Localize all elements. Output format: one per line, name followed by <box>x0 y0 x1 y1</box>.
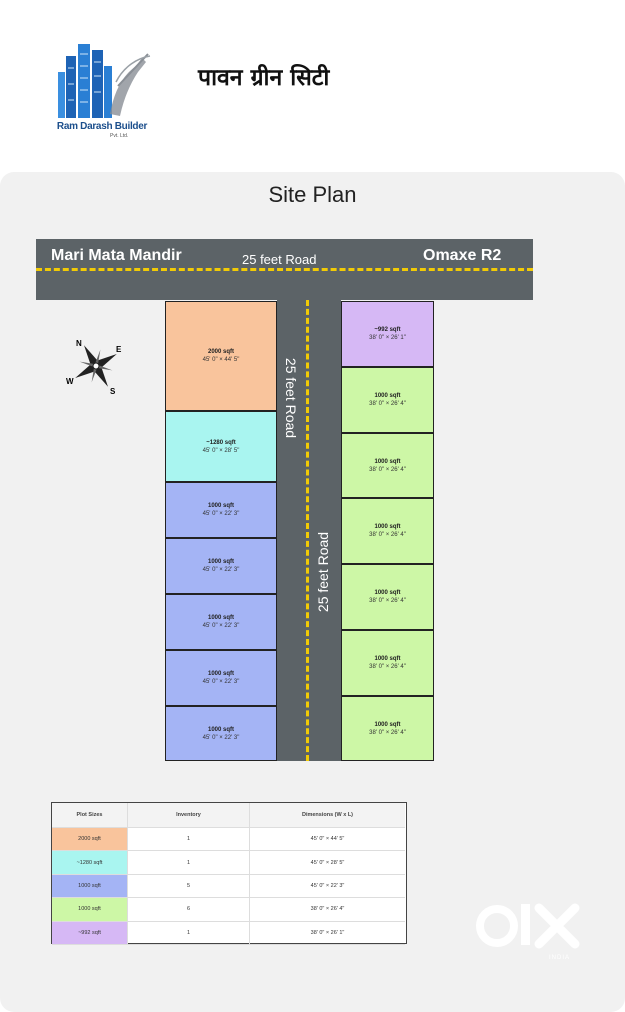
plot-dimensions: 45' 0" × 22' 3" <box>202 511 240 517</box>
plot-size: 1000 sqft <box>374 524 401 530</box>
plot-size: ~1280 sqft <box>206 439 236 446</box>
dimensions-cell: 38' 0" × 26' 4" <box>250 898 405 922</box>
project-title: पावन ग्रीन सिटी <box>198 65 330 91</box>
plot-right-2: 1000 sqft 38' 0" × 26' 4" <box>341 367 434 433</box>
logo-subtext: Pvt. Ltd. <box>110 133 129 139</box>
plot-size: 1000 sqft <box>374 656 401 662</box>
plot-size: 1000 sqft <box>207 671 234 677</box>
table-header-cell: Plot Sizes <box>52 803 128 828</box>
table-header-cell: Inventory <box>128 803 250 828</box>
plot-dimensions: 38' 0" × 26' 4" <box>369 401 406 407</box>
plot-size-cell: 1000 sqft <box>52 874 128 899</box>
builder-logo <box>52 36 156 148</box>
plot-size-cell: ~992 sqft <box>52 921 128 945</box>
plot-size: 1000 sqft <box>207 615 234 621</box>
plot-size: 1000 sqft <box>374 458 401 465</box>
plot-dimensions: 38' 0" × 26' 4" <box>369 466 406 473</box>
plot-size: 1000 sqft <box>207 503 234 509</box>
inventory-cell: 1 <box>128 828 250 852</box>
plot-right-5: 1000 sqft 38' 0" × 26' 4" <box>341 564 434 630</box>
dimensions-cell: 45' 0" × 22' 3" <box>250 875 405 899</box>
place-label-left: Mari Mata Mandir <box>51 247 182 264</box>
logo-text: Ram Darash Builder <box>56 121 148 132</box>
plot-left-4: 1000 sqft 45' 0" × 22' 3" <box>165 538 277 594</box>
plot-dimensions: 38' 0" × 26' 4" <box>369 664 406 670</box>
plot-dimensions: 38' 0" × 26' 4" <box>369 532 406 538</box>
plot-right-4: 1000 sqft 38' 0" × 26' 4" <box>341 498 434 564</box>
plot-left-6: 1000 sqft 45' 0" × 22' 3" <box>165 650 277 706</box>
dimensions-cell: 45' 0" × 44' 5" <box>250 828 405 852</box>
plot-size: ~992 sqft <box>374 327 401 333</box>
vertical-road-label-1: 25 feet Road <box>283 357 299 439</box>
vertical-road-label-2: 25 feet Road <box>315 531 331 613</box>
plot-size-cell: 2000 sqft <box>52 828 128 852</box>
inventory-cell: 1 <box>128 851 250 875</box>
plot-size: 1000 sqft <box>374 393 401 399</box>
inventory-cell: 5 <box>128 874 250 899</box>
top-road-lane-marking <box>36 268 533 271</box>
plot-left-1: 2000 sqft 45' 0" × 44' 5" <box>165 301 277 411</box>
plot-dimensions: 45' 0" × 22' 3" <box>202 567 240 573</box>
plot-size: 1000 sqft <box>374 590 401 596</box>
plot-right-1: ~992 sqft 38' 0" × 26' 1" <box>341 301 434 367</box>
plot-size-cell: ~1280 sqft <box>52 851 128 875</box>
inventory-cell: 6 <box>128 898 250 922</box>
plot-dimensions: 38' 0" × 26' 4" <box>369 598 406 604</box>
inventory-cell: 1 <box>128 921 250 945</box>
top-road-label: 25 feet Road <box>242 252 317 267</box>
plot-dimensions: 45' 0" × 22' 3" <box>202 734 240 741</box>
plot-left-5: 1000 sqft 45' 0" × 22' 3" <box>165 594 277 650</box>
compass-s: S <box>110 387 116 396</box>
dimensions-cell: 38' 0" × 26' 1" <box>250 922 405 945</box>
plot-dimensions: 38' 0" × 26' 4" <box>369 729 406 736</box>
plot-left-3: 1000 sqft 45' 0" × 22' 3" <box>165 482 277 538</box>
plot-dimensions: 38' 0" × 26' 1" <box>369 335 406 341</box>
plot-dimensions: 45' 0" × 22' 3" <box>202 623 240 629</box>
site-plan-title: Site Plan <box>268 182 357 207</box>
compass-n: N <box>76 339 82 348</box>
compass-e: E <box>116 345 122 354</box>
olx-watermark: INDIA <box>475 900 587 962</box>
place-label-right: Omaxe R2 <box>423 247 502 264</box>
plot-size-cell: 1000 sqft <box>52 898 128 922</box>
compass-rose-icon: N E S W <box>62 334 130 398</box>
plot-size: 1000 sqft <box>207 726 234 733</box>
plot-right-6: 1000 sqft 38' 0" × 26' 4" <box>341 630 434 696</box>
vertical-road <box>277 300 341 761</box>
olx-region: INDIA <box>549 955 570 961</box>
plot-size: 1000 sqft <box>374 721 401 728</box>
vertical-road-lane-marking <box>306 300 309 761</box>
dimensions-cell: 45' 0" × 28' 5" <box>250 851 405 875</box>
plot-dimensions: 45' 0" × 44' 5" <box>202 357 240 363</box>
table-header-cell: Dimensions (W x L) <box>250 803 405 828</box>
plot-size: 1000 sqft <box>207 559 234 565</box>
plot-size: 2000 sqft <box>207 349 234 355</box>
plot-dimensions: 45' 0" × 22' 3" <box>202 679 240 685</box>
compass-w: W <box>66 377 74 386</box>
plot-dimensions: 45' 0" × 28' 5" <box>202 447 240 454</box>
